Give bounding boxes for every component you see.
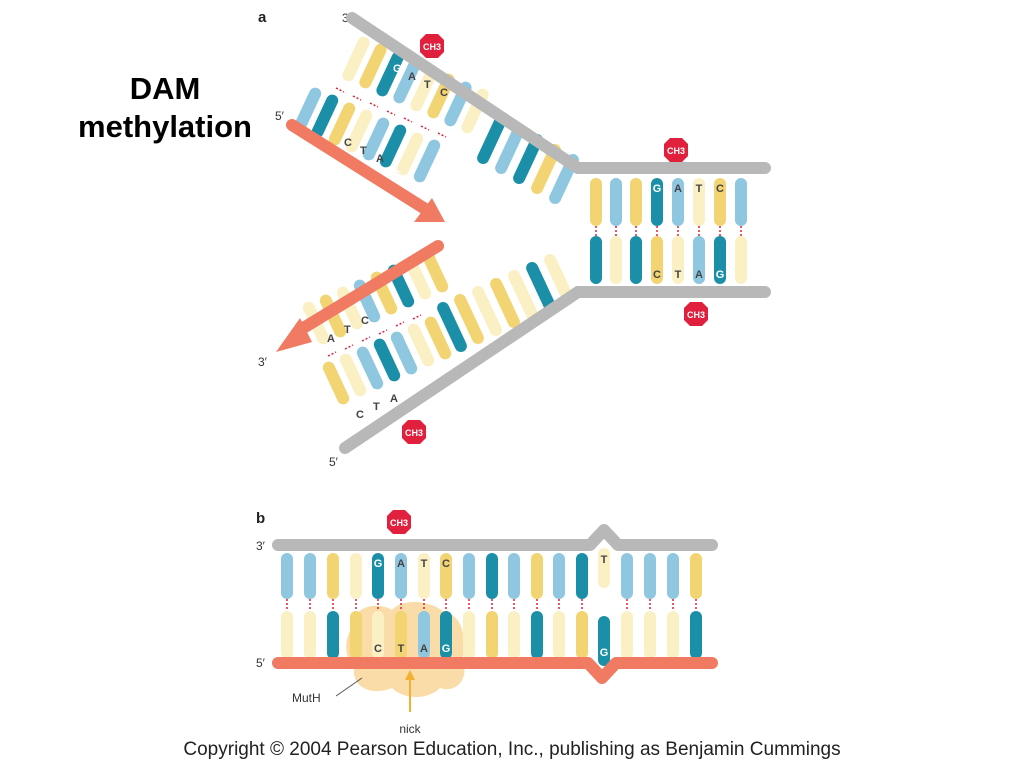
lower-top-base-1: G [310,341,319,353]
lower-parental-strand [339,286,771,454]
panel-b-bottom-base-4: G [442,643,451,655]
duplex-top-methyl-label: CH3 [667,146,685,156]
upper-bottom-base-3: A [376,153,384,165]
upper-fork: 3′ 5′ [275,11,771,222]
panel-b-label: b [256,510,265,527]
lower-new-strand [294,240,444,336]
lower-top-base-2: A [327,333,335,345]
duplex-top-base-3: T [696,183,703,195]
upper-top-base-2: A [408,71,416,83]
duplex-hbonds [595,226,742,236]
duplex-bottom-base-4: G [716,269,725,281]
lower-new-strand-arrowhead [276,318,312,352]
upper-top-base-1: G [393,63,402,75]
panel-b-hbonds [286,599,697,611]
lower-fork: 3′ 5′ [258,240,771,469]
upper-top-base-3: T [424,79,431,91]
upper-fork-hbonds [335,87,447,138]
panel-b: b 3′ 5′ [256,510,718,736]
lower-fork-methyl-label: CH3 [405,428,423,438]
upper-fork-methyl: CH3 [420,34,444,58]
panel-b-top-base-3: T [421,558,428,570]
upper-fork-5prime: 5′ [275,109,285,123]
nick-label: nick [399,722,421,736]
duplex-top-methyl: CH3 [664,138,688,162]
lower-fork-bases-bottom [322,316,452,405]
upper-parental-strand [346,12,771,174]
duplex-top-base-2: A [674,183,682,195]
lower-bottom-base-2: T [373,401,380,413]
upper-fork-bases-bottom [294,87,441,183]
lower-fork-5prime: 5′ [329,455,339,469]
lower-bottom-base-1: C [356,409,364,421]
lower-fork-bases-top [302,249,574,353]
muth-label: MutH [292,691,321,705]
upper-bottom-base-4: G [393,169,402,181]
panel-b-top-base-1: G [374,558,383,570]
upper-bottom-base-1: C [344,137,352,149]
panel-b-top-base-2: A [397,558,405,570]
duplex-bottom-base-2: T [675,269,682,281]
upper-fork-methyl-label: CH3 [423,42,441,52]
lower-bottom-base-3: A [390,393,398,405]
nick-arrowhead [405,670,415,680]
title-line-2: methylation [78,109,252,144]
panel-b-top-bases [281,548,702,599]
lower-fork-hbonds [327,314,422,357]
duplex-bottom-methyl-label: CH3 [687,310,705,320]
panel-b-methyl: CH3 [387,510,411,534]
panel-b-parental-strand [272,524,718,551]
upper-bottom-base-2: T [360,145,367,157]
panel-b-new-strand [272,657,718,684]
lower-fork-methyl: CH3 [402,420,426,444]
duplex-bottom-bases [590,236,747,284]
upper-top-base-4: C [440,87,448,99]
panel-b-mismatch-bottom: G [600,647,609,659]
lower-bottom-base-4: G [407,384,416,396]
panel-b-bottom-base-3: A [420,643,428,655]
muth-leader-line [335,677,363,697]
duplex-bottom-base-1: C [653,269,661,281]
upper-new-strand-arrowhead [414,198,445,222]
panel-b-bottom-base-1: C [374,643,382,655]
panel-b-bottom-bases [281,611,702,666]
dna-diagram: a 3′ 5′ [256,9,771,736]
panel-b-methyl-label: CH3 [390,518,408,528]
parental-duplex: G A T C C T A G CH3 CH3 [590,138,747,326]
slide-title: DAM methylation [60,70,270,146]
panel-b-5prime: 5′ [256,656,266,670]
duplex-bottom-methyl: CH3 [684,302,708,326]
panel-b-mismatch-top: T [601,554,608,566]
upper-new-strand [286,119,436,218]
lower-top-base-4: C [361,315,369,327]
panel-b-3prime: 3′ [256,539,266,553]
copyright-notice: Copyright © 2004 Pearson Education, Inc.… [183,739,841,760]
lower-top-base-3: T [344,324,351,336]
title-line-1: DAM [129,71,201,106]
panel-b-top-base-4: C [442,558,450,570]
duplex-bottom-base-3: A [695,269,703,281]
duplex-top-base-4: C [716,183,724,195]
duplex-top-base-1: G [653,183,662,195]
duplex-top-bases [590,178,747,226]
lower-fork-3prime: 3′ [258,355,268,369]
panel-b-bottom-base-2: T [398,643,405,655]
panel-a-label: a [258,9,267,26]
